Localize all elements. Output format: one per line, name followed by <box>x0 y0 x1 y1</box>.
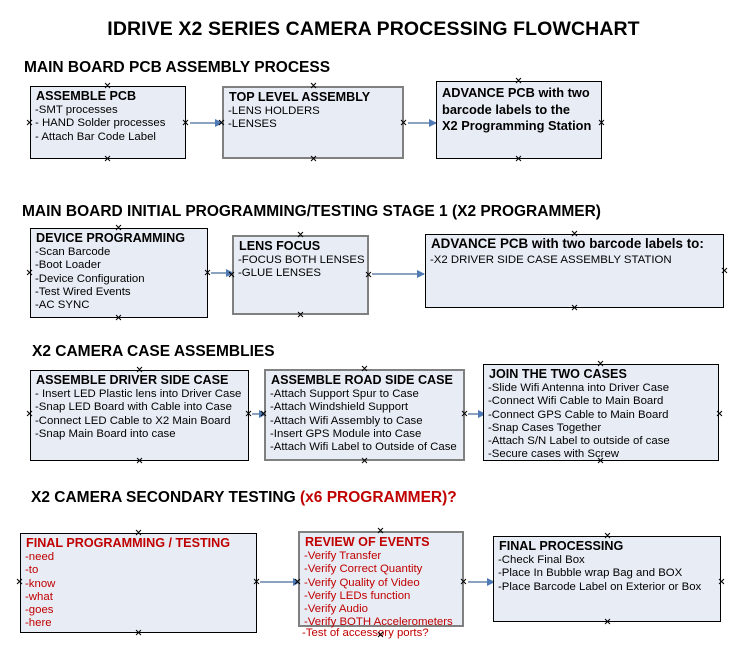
list-item: -Snap Cases Together <box>488 421 602 434</box>
list-item: -Attach Support Spur to Case <box>270 388 419 400</box>
list-item: -Snap Main Board into case <box>35 427 176 440</box>
box-title: FINAL PROCESSING <box>499 539 624 553</box>
list-item: -Test Wired Events <box>35 285 131 298</box>
list-item: -Place Barcode Label on Exterior or Box <box>498 580 702 593</box>
arrow-assemble-pcb-to-top-level <box>190 118 223 127</box>
section-heading-x2-camera-secondary-testing: X2 CAMERA SECONDARY TESTING (x6 PROGRAMM… <box>31 489 457 507</box>
box-item-list: -Attach Support Spur to Case -Attach Win… <box>270 388 462 454</box>
list-item: - Insert LED Plastic lens into Driver Ca… <box>35 388 242 400</box>
box-assemble-driver-side-case[interactable]: ASSEMBLE DRIVER SIDE CASE - Insert LED P… <box>30 370 249 461</box>
list-item: -Connect GPS Cable to Main Board <box>488 408 669 421</box>
list-item: - Attach Bar Code Label <box>35 130 156 143</box>
list-item: -here <box>25 617 52 630</box>
list-item: -goes <box>25 604 54 617</box>
box-overflow-item: -Test of accessory ports? <box>302 627 429 639</box>
list-item: -GLUE LENSES <box>238 267 321 280</box>
arrow-road-case-to-join-cases <box>468 409 486 418</box>
section-heading-accent: (x6 PROGRAMMER)? <box>300 489 457 506</box>
box-item-list: -X2 DRIVER SIDE CASE ASSEMBLY STATION <box>430 254 722 267</box>
list-item: -Connect LED Cable to X2 Main Board <box>35 414 231 427</box>
box-item-list: -Slide Wifi Antenna into Driver Case -Co… <box>488 382 717 462</box>
list-item: -Verify BOTH Accelerometers <box>304 616 453 629</box>
section-heading-main-board-initial-programming: MAIN BOARD INITIAL PROGRAMMING/TESTING S… <box>22 203 601 220</box>
list-item: -Attach Wifi Assembly to Case <box>270 414 423 427</box>
list-item: -Attach Windshield Support <box>270 401 409 414</box>
box-body-line: ADVANCE PCB with two <box>442 85 590 100</box>
box-advance-pcb-to-programming-station[interactable]: ADVANCE PCB with two barcode labels to t… <box>436 81 602 159</box>
box-title: DEVICE PROGRAMMING <box>36 231 186 245</box>
box-assemble-pcb[interactable]: ASSEMBLE PCB -SMT processes - HAND Solde… <box>30 86 186 159</box>
box-title: TOP LEVEL ASSEMBLY <box>229 90 371 104</box>
page-title: IDRIVE X2 SERIES CAMERA PROCESSING FLOWC… <box>107 18 640 40</box>
list-item: -Attach Wifi Label to Outside of Case <box>270 441 457 454</box>
box-lens-focus[interactable]: LENS FOCUS -FOCUS BOTH LENSES -GLUE LENS… <box>232 235 369 315</box>
box-item-list: -SMT processes - HAND Solder processes -… <box>35 104 184 144</box>
box-item-list: -Scan Barcode -Boot Loader -Device Confi… <box>35 246 206 312</box>
list-item: -FOCUS BOTH LENSES <box>238 254 365 266</box>
box-title: ASSEMBLE ROAD SIDE CASE <box>271 373 453 387</box>
arrow-lens-focus-to-advance-pcb-driver-side <box>372 269 425 278</box>
box-title: FINAL PROGRAMMING / TESTING <box>26 536 231 550</box>
list-item: -Device Configuration <box>35 272 145 285</box>
box-final-processing[interactable]: FINAL PROCESSING -Check Final Box -Place… <box>493 536 721 622</box>
list-item: -AC SYNC <box>35 299 90 312</box>
list-item: -Verify Transfer <box>304 550 382 562</box>
box-body-line: X2 Programming Station <box>442 118 592 133</box>
box-item-list: -Check Final Box -Place In Bubble wrap B… <box>498 554 719 594</box>
box-top-level-assembly[interactable]: TOP LEVEL ASSEMBLY -LENS HOLDERS -LENSES <box>222 86 404 159</box>
section-heading-text: X2 CAMERA SECONDARY TESTING <box>31 489 300 506</box>
list-item: -Verify Correct Quantity <box>304 563 423 576</box>
list-item: -Place In Bubble wrap Bag and BOX <box>498 567 683 580</box>
box-item-list: -FOCUS BOTH LENSES -GLUE LENSES <box>238 254 366 281</box>
arrow-device-programming-to-lens-focus <box>211 268 234 277</box>
box-title: ASSEMBLE PCB <box>36 89 137 103</box>
box-title: ASSEMBLE DRIVER SIDE CASE <box>36 373 229 387</box>
box-item-list: -need -to -know -what -goes -here <box>25 551 255 631</box>
box-device-programming[interactable]: DEVICE PROGRAMMING -Scan Barcode -Boot L… <box>30 228 208 318</box>
box-final-programming-testing[interactable]: FINAL PROGRAMMING / TESTING -need -to -k… <box>20 533 257 633</box>
list-item: -Verify LEDs function <box>304 589 411 602</box>
list-item: -LENS HOLDERS <box>228 105 320 117</box>
box-join-the-two-cases[interactable]: JOIN THE TWO CASES -Slide Wifi Antenna i… <box>483 364 719 461</box>
section-heading-x2-camera-case-assemblies: X2 CAMERA CASE ASSEMBLIES <box>32 343 275 360</box>
list-item: -Secure cases with Screw <box>488 448 620 461</box>
list-item: -Connect Wifi Cable to Main Board <box>488 395 664 408</box>
section-heading-main-board-pcb-assembly: MAIN BOARD PCB ASSEMBLY PROCESS <box>24 59 331 76</box>
box-title: LENS FOCUS <box>239 239 321 253</box>
list-item: - HAND Solder processes <box>35 117 166 130</box>
list-item: -SMT processes <box>35 104 118 116</box>
list-item: -to <box>25 564 39 577</box>
arrow-review-of-events-to-final-processing <box>468 577 495 586</box>
list-item: -LENSES <box>228 118 277 131</box>
box-title: ADVANCE PCB with two barcode labels to: <box>431 236 704 251</box>
list-item: -Verify Audio <box>304 603 368 616</box>
box-advance-pcb-driver-side-station[interactable]: ADVANCE PCB with two barcode labels to: … <box>425 234 724 308</box>
list-item: -what <box>25 590 53 603</box>
box-item-list: -Verify Transfer -Verify Correct Quantit… <box>304 550 461 630</box>
box-title: REVIEW OF EVENTS <box>305 535 430 549</box>
list-item: -Check Final Box <box>498 554 585 566</box>
box-item-list: - Insert LED Plastic lens into Driver Ca… <box>35 388 247 441</box>
box-review-of-events[interactable]: REVIEW OF EVENTS -Verify Transfer -Verif… <box>298 531 464 630</box>
list-item: -Boot Loader <box>35 259 101 272</box>
list-item: -Scan Barcode <box>35 246 111 258</box>
list-item: -Insert GPS Module into Case <box>270 427 422 440</box>
list-item: -X2 DRIVER SIDE CASE ASSEMBLY STATION <box>430 254 672 266</box>
box-body-line: barcode labels to the <box>442 101 571 117</box>
box-assemble-road-side-case[interactable]: ASSEMBLE ROAD SIDE CASE -Attach Support … <box>264 369 465 461</box>
list-item: -need <box>25 551 55 563</box>
box-title: JOIN THE TWO CASES <box>489 367 627 381</box>
box-item-list: -LENS HOLDERS -LENSES <box>228 105 401 132</box>
list-item: -Attach S/N Label to outside of case <box>488 435 670 448</box>
arrow-final-programming-to-review-of-events <box>260 577 301 586</box>
arrow-top-level-to-advance-pcb <box>408 118 437 127</box>
list-item: -Slide Wifi Antenna into Driver Case <box>488 382 670 394</box>
list-item: -know <box>25 577 56 590</box>
list-item: -Verify Quality of Video <box>304 576 420 589</box>
list-item: -Snap LED Board with Cable into Case <box>35 401 232 414</box>
box-body: ADVANCE PCB with two barcode labels to t… <box>442 85 599 135</box>
arrow-driver-case-to-road-case <box>252 409 267 418</box>
